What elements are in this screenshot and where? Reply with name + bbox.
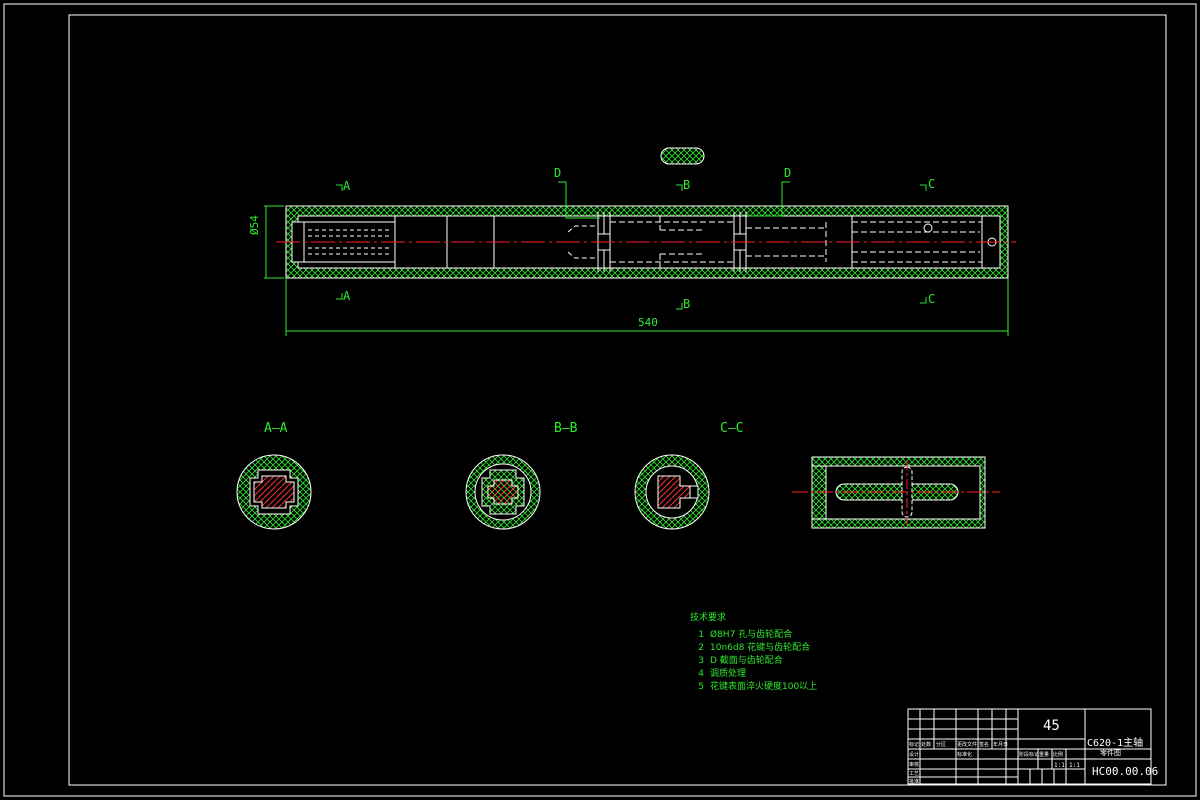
section-aa (236, 454, 312, 530)
tb-small-label: 阶段标记 (1019, 752, 1040, 758)
tb-small-label: 比例 (1053, 752, 1064, 758)
tb-small-label: 重量 (1039, 752, 1050, 758)
tb-small-label: 工艺 (909, 771, 920, 777)
tb-small-label: 设计 (909, 752, 920, 758)
shaft-main-view (276, 205, 1016, 279)
drawing-number: HC00.00.06 (1092, 765, 1159, 778)
section-marker-c-bottom: C (928, 292, 936, 306)
tb-small-label: 处数 (921, 742, 932, 748)
section-marker-b-top: B (683, 178, 691, 192)
part-name: C620-1主轴 (1087, 738, 1144, 749)
length-dimension (285, 278, 1009, 336)
tb-small-label: 签名 (979, 742, 990, 748)
section-marker-lines (336, 184, 927, 310)
section-title-bb: B—B (554, 421, 578, 436)
material-label: 45 (1043, 718, 1060, 734)
key-part (660, 147, 705, 165)
keyway-detail (792, 456, 1000, 529)
tb-small-label: 标记 (909, 742, 920, 748)
scale-b: 1:1 (1069, 762, 1080, 769)
title-block-lines (907, 708, 1152, 785)
tb-small-label: 标准化 (957, 752, 973, 758)
length-label: 540 (638, 316, 658, 329)
drawing-label: 零件图 (1100, 749, 1121, 757)
outer-border (3, 3, 1197, 797)
diameter-label: Ø54 (248, 215, 261, 235)
tb-small-label: 分区 (936, 742, 947, 748)
section-bb (465, 454, 541, 530)
inner-border (68, 14, 1167, 786)
section-title-aa: A—A (264, 421, 288, 436)
tb-small-label: 批准 (909, 779, 920, 785)
section-marker-b-bottom: B (683, 297, 691, 311)
section-marker-d-left: D (554, 166, 562, 180)
technical-requirements-title: 技术要求 (690, 613, 727, 623)
tb-small-label: 年月日 (993, 742, 1009, 748)
section-marker-c-top: C (928, 177, 936, 191)
section-marker-a-bottom: A (343, 289, 351, 303)
diameter-dimension (264, 205, 284, 279)
section-cc (634, 454, 710, 530)
section-marker-d-right: D (784, 166, 792, 180)
section-marker-a-top: A (343, 179, 351, 193)
section-title-cc: C—C (720, 421, 744, 436)
tb-small-label: 审核 (909, 762, 920, 768)
scale-a: 1:1 (1054, 762, 1065, 769)
tb-small-label: 更改文件 (957, 742, 978, 748)
d-leaders (558, 181, 790, 219)
